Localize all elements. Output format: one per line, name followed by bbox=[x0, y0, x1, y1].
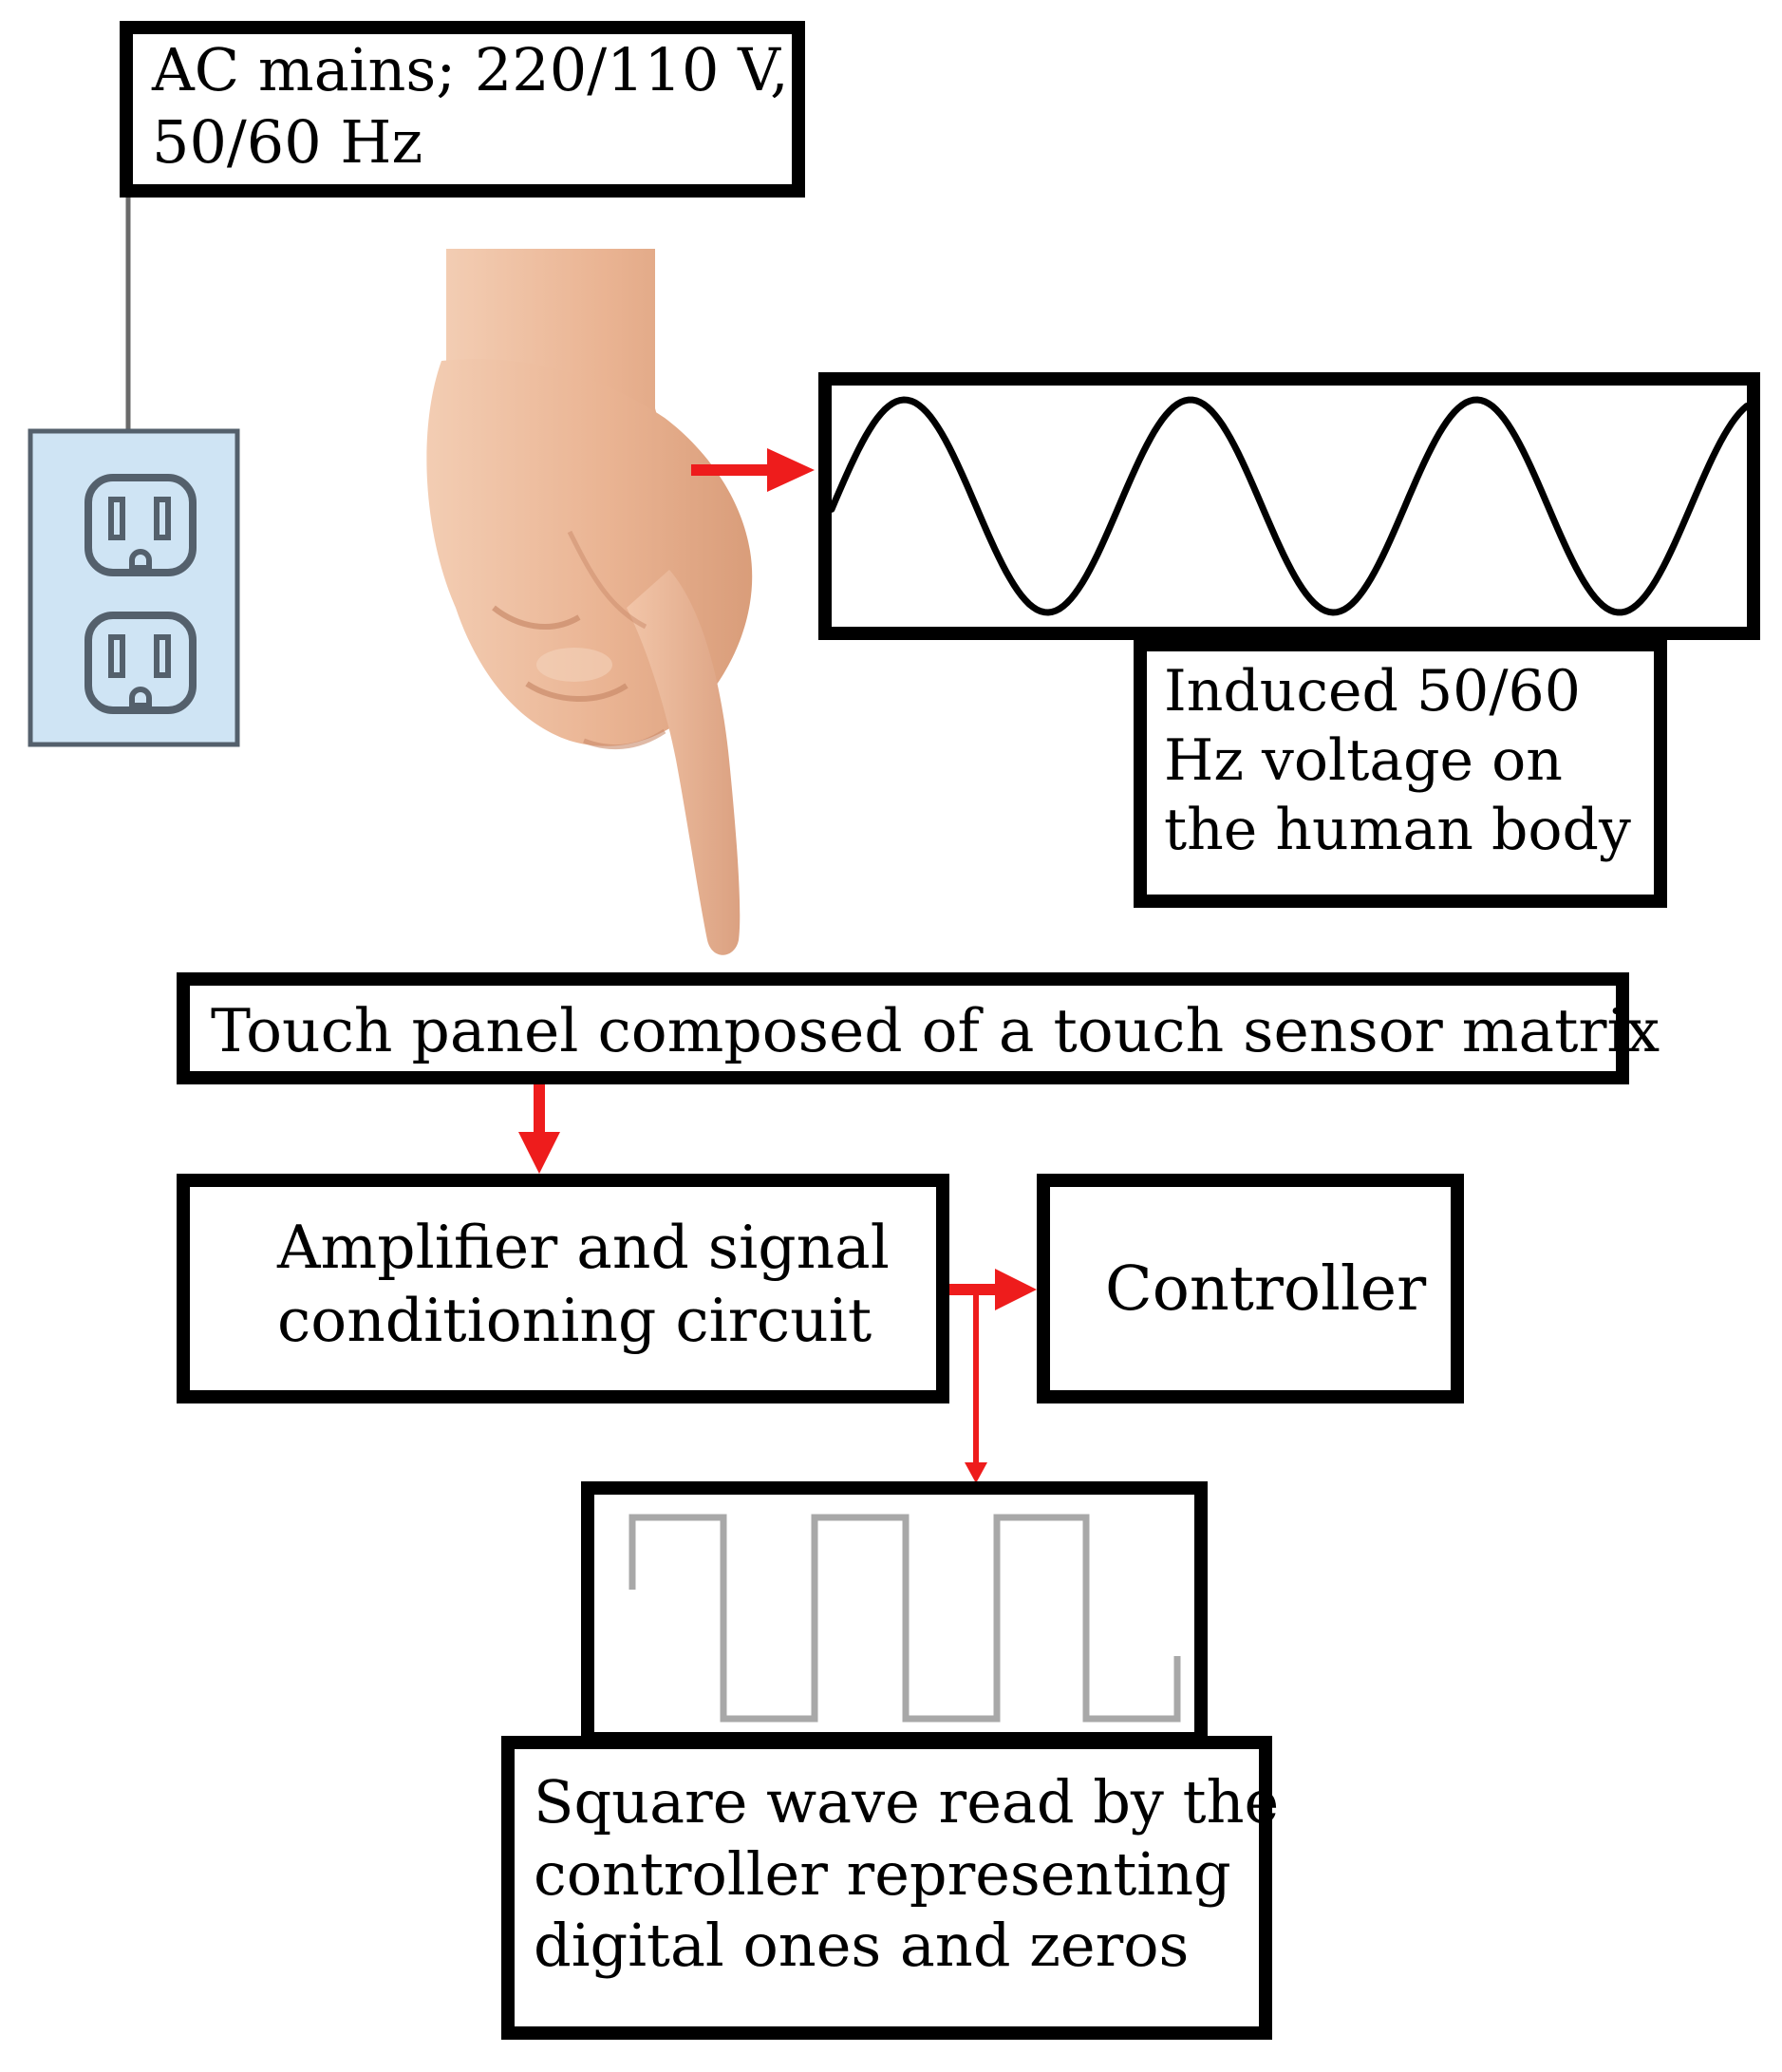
sine-wave-box bbox=[818, 372, 1760, 640]
induced-voltage-label: Induced 50/60 Hz voltage on the human bo… bbox=[1164, 657, 1631, 866]
arrow-panel-to-amplifier bbox=[518, 1078, 560, 1174]
amplifier-box bbox=[177, 1174, 949, 1403]
ac-mains-line-2: 50/60 Hz bbox=[152, 106, 423, 177]
arrow-amplifier-to-controller bbox=[947, 1269, 1037, 1310]
square-wave-icon bbox=[628, 1514, 1181, 1723]
ac-mains-line-1: AC mains; 220/110 V, bbox=[152, 35, 789, 104]
amplifier-line-1: Amplifier and signal bbox=[277, 1213, 890, 1282]
ac-mains-label: AC mains; 220/110 V, 50/60 Hz bbox=[152, 34, 789, 178]
arrow-to-square-wave bbox=[965, 1290, 987, 1483]
square-wave-caption-line-2: controller representing bbox=[534, 1838, 1231, 1909]
square-wave-caption-line-3: digital ones and zeros bbox=[534, 1911, 1190, 1981]
induced-voltage-line-1: Induced 50/60 bbox=[1164, 658, 1581, 725]
pointing-hand-icon bbox=[426, 249, 753, 955]
touch-panel-label: Touch panel composed of a touch sensor m… bbox=[211, 996, 1660, 1065]
square-wave-caption-line-1: Square wave read by the bbox=[534, 1767, 1280, 1837]
wall-outlet-icon bbox=[28, 428, 240, 747]
induced-voltage-box bbox=[1134, 638, 1667, 908]
controller-label: Controller bbox=[1105, 1253, 1427, 1325]
square-wave-caption-label: Square wave read by the controller repre… bbox=[534, 1766, 1279, 1982]
induced-voltage-line-3: the human body bbox=[1164, 797, 1631, 864]
amplifier-label: Amplifier and signal conditioning circui… bbox=[277, 1212, 890, 1358]
square-wave-caption-box bbox=[501, 1736, 1272, 2040]
sine-wave-icon bbox=[832, 396, 1747, 616]
induced-voltage-line-2: Hz voltage on bbox=[1164, 727, 1563, 795]
arrow-hand-to-sine bbox=[691, 448, 815, 492]
ac-mains-box bbox=[120, 21, 805, 198]
square-wave-box bbox=[581, 1481, 1208, 1745]
amplifier-line-2: conditioning circuit bbox=[277, 1285, 872, 1355]
outlet-socket-top bbox=[84, 474, 197, 576]
controller-box bbox=[1037, 1174, 1464, 1403]
touch-panel-box bbox=[177, 972, 1629, 1084]
outlet-socket-bottom bbox=[84, 612, 197, 714]
